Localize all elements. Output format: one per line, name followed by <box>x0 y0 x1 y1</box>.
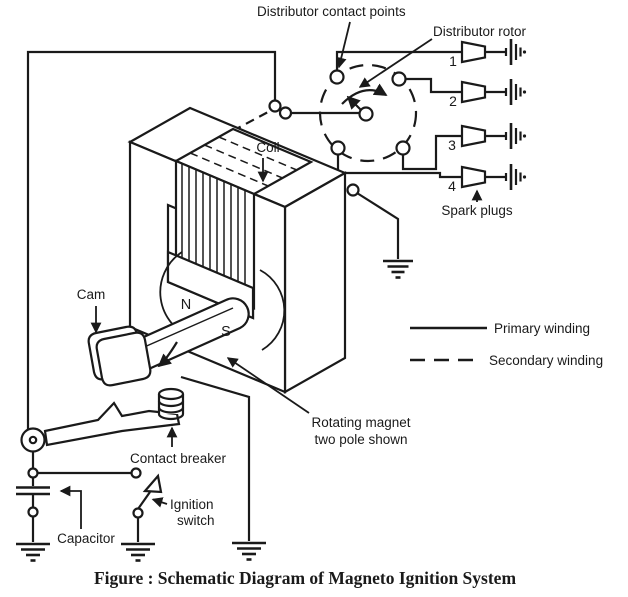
legend: Primary winding Secondary winding <box>410 321 603 368</box>
spark-plug-3: 3 <box>448 123 527 153</box>
spark-plug-body <box>460 80 487 104</box>
label-contact-breaker: Contact breaker <box>130 451 227 466</box>
plug-number: 1 <box>449 53 457 69</box>
label-ignition-line1: Ignition <box>170 497 214 512</box>
ht-junction <box>268 99 293 120</box>
spark-gap-icon <box>504 164 527 190</box>
spark-plug-body <box>460 165 487 189</box>
node-terminal <box>130 467 142 479</box>
plug2-wire <box>406 77 462 94</box>
ground-symbol <box>121 542 155 562</box>
legend-secondary-label: Secondary winding <box>489 353 603 368</box>
core-right-face <box>283 171 347 394</box>
plug-number: 4 <box>448 178 456 194</box>
contact-breaker <box>20 375 266 561</box>
spark-plug-4: 4 <box>448 164 527 194</box>
junction-terminal-b <box>278 106 293 120</box>
leader-rotating-magnet <box>226 357 310 414</box>
node-terminal <box>27 506 39 518</box>
contact-point-3 <box>330 140 346 156</box>
spark-gap-icon <box>504 123 527 149</box>
pole-shoe-right-arc <box>259 269 286 351</box>
magnet-rotation-arrow <box>157 341 178 368</box>
cam <box>87 325 152 387</box>
label-spark-plugs: Spark plugs <box>441 203 513 218</box>
rotating-magnet: N S <box>127 297 250 371</box>
leader-contact-points <box>335 21 351 69</box>
capacitor-icon <box>16 486 50 496</box>
ignition-switch-branch <box>37 467 163 562</box>
spark-plug-2: 2 <box>449 79 527 109</box>
label-rotating-magnet-line2: two pole shown <box>314 432 407 447</box>
ignition-switch-icon <box>137 473 163 510</box>
coil-winding <box>173 127 314 311</box>
spark-plug-body <box>460 124 487 148</box>
text-labels: Distributor contact points Distributor r… <box>57 4 526 546</box>
label-capacitor: Capacitor <box>57 531 115 546</box>
south-pole-label: S <box>221 324 231 340</box>
primary-loop-wire <box>26 50 277 430</box>
contact-point-2 <box>391 71 407 87</box>
spark-plug-body <box>460 40 487 64</box>
cam-front-face <box>95 331 152 387</box>
label-rotating-magnet-line1: Rotating magnet <box>311 415 410 430</box>
plug4-wire <box>336 155 462 179</box>
secondary-ground-wire <box>356 192 400 259</box>
spark-gap-icon <box>504 39 527 65</box>
label-distributor-rotor: Distributor rotor <box>433 24 527 39</box>
ground-symbol <box>232 541 266 561</box>
spark-plug-1: 1 <box>449 39 527 69</box>
rotor-center-terminal <box>358 106 374 122</box>
label-distributor-contact-points: Distributor contact points <box>257 4 406 19</box>
node-terminal <box>132 507 144 519</box>
figure-caption: Figure : Schematic Diagram of Magneto Ig… <box>94 568 516 588</box>
ground-symbol <box>16 542 50 562</box>
ground-symbol <box>383 259 413 279</box>
capacitor-branch <box>16 452 50 562</box>
label-ignition-line2: switch <box>177 513 215 528</box>
breaker-ground-wire <box>180 375 251 541</box>
contact-point-1 <box>329 69 345 85</box>
junction-terminal-a <box>268 99 282 113</box>
leader-distributor-rotor <box>358 38 433 88</box>
spark-gap-icon <box>504 79 527 105</box>
breaker-points-stack <box>157 387 185 421</box>
plug3-wire <box>401 134 462 171</box>
leader-ignition-switch <box>151 497 168 508</box>
leader-lines <box>59 21 483 529</box>
spark-plug-wires <box>335 50 462 179</box>
label-cam: Cam <box>77 287 106 302</box>
contact-point-4 <box>395 140 411 156</box>
secondary-terminal <box>346 183 360 197</box>
leader-capacitor <box>59 485 82 529</box>
rotor-arm <box>346 95 362 111</box>
plug-number: 2 <box>449 93 457 109</box>
north-pole-label: N <box>181 297 191 313</box>
label-coil: Coil <box>256 140 279 155</box>
plug-number: 3 <box>448 137 456 153</box>
legend-primary-label: Primary winding <box>494 321 590 336</box>
primary-winding-wires <box>26 50 359 430</box>
distributor <box>318 63 418 163</box>
distributor-cap-circle <box>318 63 418 163</box>
rotation-arrow <box>341 83 388 105</box>
node-terminal <box>27 467 39 479</box>
